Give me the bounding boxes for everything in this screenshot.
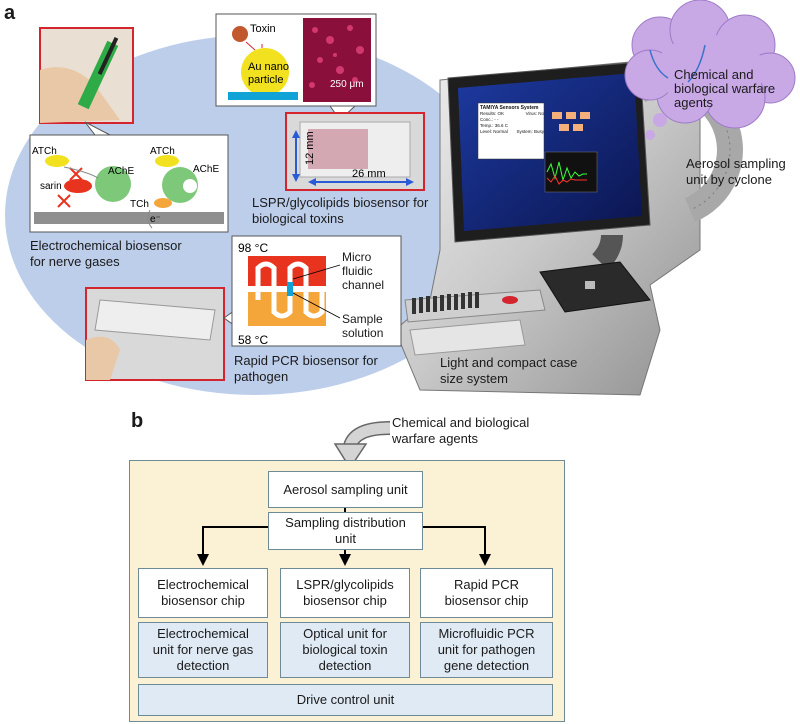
panel-a-illustration: ATCh ATCh AChE AChE sarin TCh e⁻ Toxin A… xyxy=(5,0,796,396)
unit-box-pcr: Microfluidic PCR unit for pathogen gene … xyxy=(420,622,553,678)
atch-label-2: ATCh xyxy=(150,146,175,157)
au-particle-line2: particle xyxy=(248,74,283,86)
screen-title: TAMIYA Sensors System xyxy=(480,105,539,111)
unit-box-optical: Optical unit for biological toxin detect… xyxy=(280,622,410,678)
pcr-temp-high: 98 °C xyxy=(238,241,268,255)
aerosol-sampling-unit-text: Aerosol sampling unit xyxy=(283,481,408,497)
pcr-temp-low: 58 °C xyxy=(238,333,268,347)
cloud-arrow-1 xyxy=(649,49,669,79)
aerosol-cyclone-label: Aerosol sampling unit by cyclone xyxy=(686,156,786,187)
chip-text-lspr: LSPR/glycolipids biosensor chip xyxy=(296,577,394,608)
chip-text-electrochemical: Electrochemical biosensor chip xyxy=(157,577,249,608)
dim-height-label: 12 mm xyxy=(304,131,316,165)
dim-width-label: 26 mm xyxy=(352,168,386,180)
unit-text-pcr: Microfluidic PCR unit for pathogen gene … xyxy=(437,626,536,673)
pcr-channel-label: Micro fluidic channel xyxy=(342,250,385,292)
au-particle-line1: Au nano xyxy=(248,61,289,73)
cloud-label: Chemical and biological warfare agents xyxy=(674,67,776,110)
atch-label-1: ATCh xyxy=(32,146,57,157)
toxin-label: Toxin xyxy=(250,23,276,35)
pcr-label: Rapid PCR biosensor for pathogen xyxy=(234,353,378,384)
drive-control-unit-box: Drive control unit xyxy=(138,684,553,716)
device-screen-text: TAMIYA Sensors System Results: OK Virus: … xyxy=(480,105,544,135)
sampling-distribution-unit-box: Sampling distribution unit xyxy=(268,512,423,550)
panel-b-letter: b xyxy=(131,410,144,432)
ache-label-1: AChE xyxy=(108,166,134,177)
input-agents-label: Chemical and biological warfare agents xyxy=(392,415,530,446)
unit-text-optical: Optical unit for biological toxin detect… xyxy=(302,626,388,673)
drive-control-unit-text: Drive control unit xyxy=(296,692,395,707)
screen-temp: Temp.: 36.6 C xyxy=(480,123,509,128)
scale-label: 250 μm xyxy=(330,79,364,90)
electrochem-label: Electrochemical biosensor for nerve gase… xyxy=(30,238,182,269)
cloud-arrow-2 xyxy=(687,44,706,83)
case-label: Light and compact case size system xyxy=(440,355,578,386)
electron-label: e⁻ xyxy=(150,214,161,225)
pcr-sample-label: Sample solution xyxy=(342,312,384,340)
tch-label: TCh xyxy=(130,199,149,210)
screen-conc: Conc.: - - xyxy=(480,117,499,122)
chip-box-lspr: LSPR/glycolipids biosensor chip xyxy=(280,568,410,618)
screen-status: System: Busy xyxy=(516,129,544,134)
agents-cloud xyxy=(624,0,796,129)
screen-result: Results: OK xyxy=(480,111,505,116)
sampling-distribution-unit-text: Sampling distribution unit xyxy=(285,515,406,546)
au-particle-label: Au nano particle xyxy=(248,61,292,86)
screen-virus: Virus: No xyxy=(525,111,544,116)
aerosol-sampling-unit-box: Aerosol sampling unit xyxy=(268,471,423,508)
panel-a-letter: a xyxy=(4,2,16,24)
chip-box-pcr: Rapid PCR biosensor chip xyxy=(420,568,553,618)
chip-box-electrochemical: Electrochemical biosensor chip xyxy=(138,568,268,618)
sarin-label: sarin xyxy=(40,181,62,192)
ache-label-2: AChE xyxy=(193,164,219,175)
pcr-schematic xyxy=(231,235,402,347)
lspr-label: LSPR/glycolipids biosensor for biologica… xyxy=(252,195,429,226)
chip-text-pcr: Rapid PCR biosensor chip xyxy=(444,577,529,608)
unit-text-electrochemical: Electrochemical unit for nerve gas detec… xyxy=(152,626,254,673)
screen-level: Level: Normal xyxy=(480,129,508,134)
unit-box-electrochemical: Electrochemical unit for nerve gas detec… xyxy=(138,622,268,678)
